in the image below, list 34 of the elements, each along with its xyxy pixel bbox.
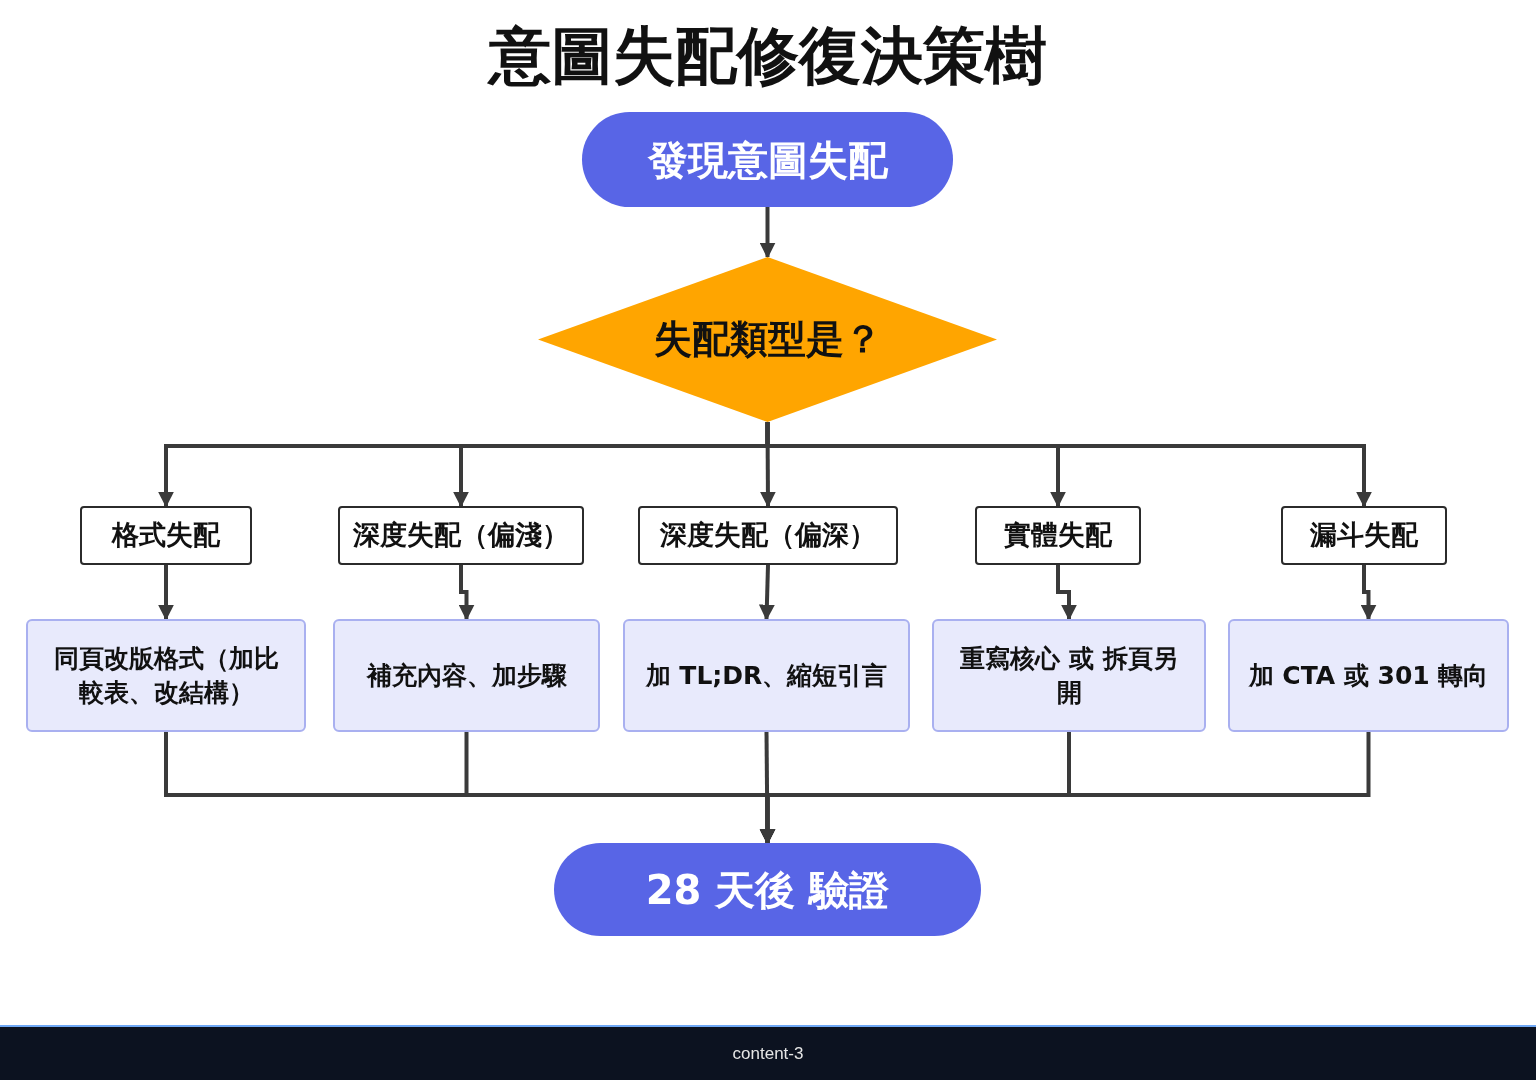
node-label: 補充內容、加步驟: [366, 659, 567, 692]
category-box: [638, 506, 898, 565]
diagram-title: 意圖失配修復決策樹: [486, 18, 1048, 94]
action-box: [932, 619, 1206, 732]
node-label: 同頁改版格式（加比較表、改結構）: [52, 642, 280, 709]
node-label: 漏斗失配: [1310, 518, 1418, 553]
connector-arrow: [765, 422, 1372, 508]
node-label: 重寫核心 或 拆頁另開: [959, 642, 1179, 709]
category-box: [975, 506, 1141, 565]
action-box: [1228, 619, 1509, 732]
node-label: 深度失配（偏淺）: [353, 518, 569, 553]
connector-arrow: [758, 564, 775, 621]
node-label: 發現意圖失配: [647, 135, 888, 185]
footer-text: content-3: [732, 1043, 804, 1064]
node-label: 28 天後 驗證: [645, 865, 890, 915]
connector-arrow: [458, 565, 475, 621]
action-box: [26, 619, 306, 732]
category-box: [1281, 506, 1447, 565]
connector-arrow: [759, 207, 776, 259]
connector-arrow: [759, 732, 1371, 845]
action-box: [333, 619, 600, 732]
decision-diamond: [538, 257, 997, 422]
connector-arrow: [1360, 565, 1377, 621]
node-label: 實體失配: [1004, 518, 1112, 553]
node-label: 加 CTA 或 301 轉向: [1248, 659, 1489, 692]
category-box: [80, 506, 252, 565]
connector-arrow: [1056, 565, 1077, 621]
node-label: 加 TL;DR、縮短引言: [645, 659, 888, 692]
action-box: [623, 619, 910, 732]
category-box: [338, 506, 584, 565]
node-label: 深度失配（偏深）: [660, 518, 876, 553]
connector-arrow: [158, 565, 174, 621]
node-label: 格式失配: [112, 518, 220, 553]
node-label: 失配類型是？: [653, 315, 882, 363]
